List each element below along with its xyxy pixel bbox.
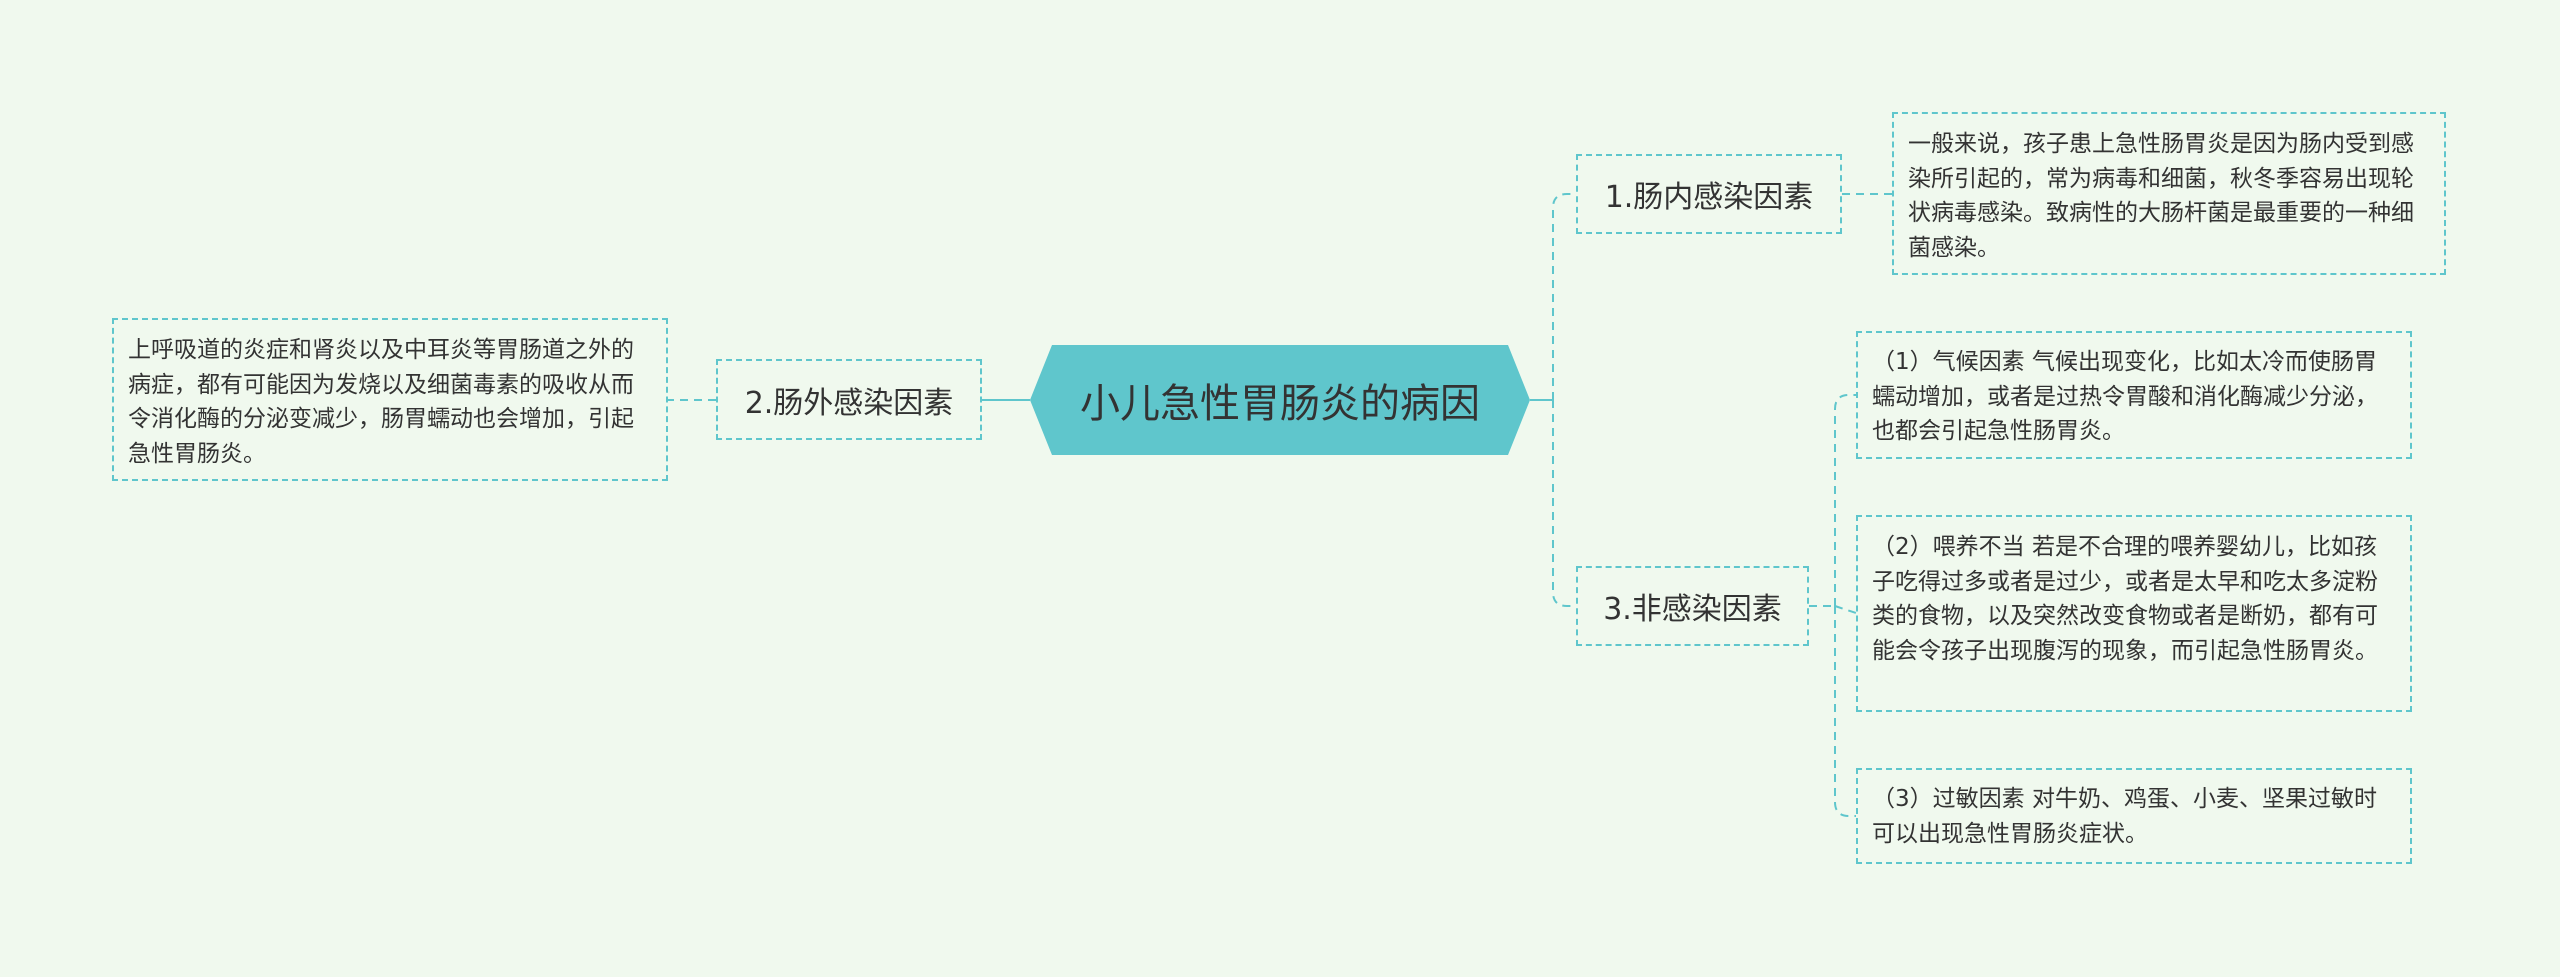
root-node-shape	[1030, 345, 1530, 455]
leaf-text: （2）喂养不当 若是不合理的喂养婴幼儿，比如孩子吃得过多或者是过少，或者是太早和…	[1872, 534, 2378, 664]
branch-label: 2.肠外感染因素	[744, 385, 954, 421]
leaf-improper-feeding[interactable]: （2）喂养不当 若是不合理的喂养婴幼儿，比如孩子吃得过多或者是过少，或者是太早和…	[1856, 515, 2412, 712]
link-b3-leaf2	[1834, 605, 1857, 614]
branch-extraintestinal-infection[interactable]: 2.肠外感染因素	[716, 359, 982, 440]
leaf-intestinal-infection[interactable]: 一般来说，孩子患上急性肠胃炎是因为肠内受到感染所引起的，常为病毒和细菌，秋冬季容…	[1892, 112, 2446, 275]
leaf-climate-factor[interactable]: （1）气候因素 气候出现变化，比如太冷而使肠胃蠕动增加，或者是过热令胃酸和消化酶…	[1856, 331, 2412, 459]
link-spine-b1	[1552, 193, 1576, 400]
leaf-extraintestinal-infection[interactable]: 上呼吸道的炎症和肾炎以及中耳炎等胃肠道之外的病症，都有可能因为发烧以及细菌毒素的…	[112, 318, 668, 481]
branch-label: 3.非感染因素	[1603, 592, 1782, 627]
leaf-allergy-factor[interactable]: （3）过敏因素 对牛奶、鸡蛋、小麦、坚果过敏时可以出现急性胃肠炎症状。	[1856, 768, 2412, 864]
leaf-text: （3）过敏因素 对牛奶、鸡蛋、小麦、坚果过敏时可以出现急性胃肠炎症状。	[1872, 786, 2377, 847]
root-node[interactable]: 小儿急性胃肠炎的病因	[1030, 345, 1530, 455]
leaf-text: 一般来说，孩子患上急性肠胃炎是因为肠内受到感染所引起的，常为病毒和细菌，秋冬季容…	[1908, 131, 2414, 261]
link-b3-leaf3	[1834, 606, 1856, 817]
branch-label: 1.肠内感染因素	[1604, 180, 1814, 215]
root-label: 小儿急性胃肠炎的病因	[1080, 381, 1480, 427]
leaf-text: （1）气候因素 气候出现变化，比如太冷而使肠胃蠕动增加，或者是过热令胃酸和消化酶…	[1872, 349, 2378, 444]
link-spine-b3	[1552, 400, 1576, 607]
branch-intestinal-infection[interactable]: 1.肠内感染因素	[1576, 154, 1842, 234]
branch-non-infection[interactable]: 3.非感染因素	[1576, 566, 1809, 646]
link-b3-leaf1	[1834, 394, 1856, 606]
leaf-text: 上呼吸道的炎症和肾炎以及中耳炎等胃肠道之外的病症，都有可能因为发烧以及细菌毒素的…	[128, 337, 634, 467]
